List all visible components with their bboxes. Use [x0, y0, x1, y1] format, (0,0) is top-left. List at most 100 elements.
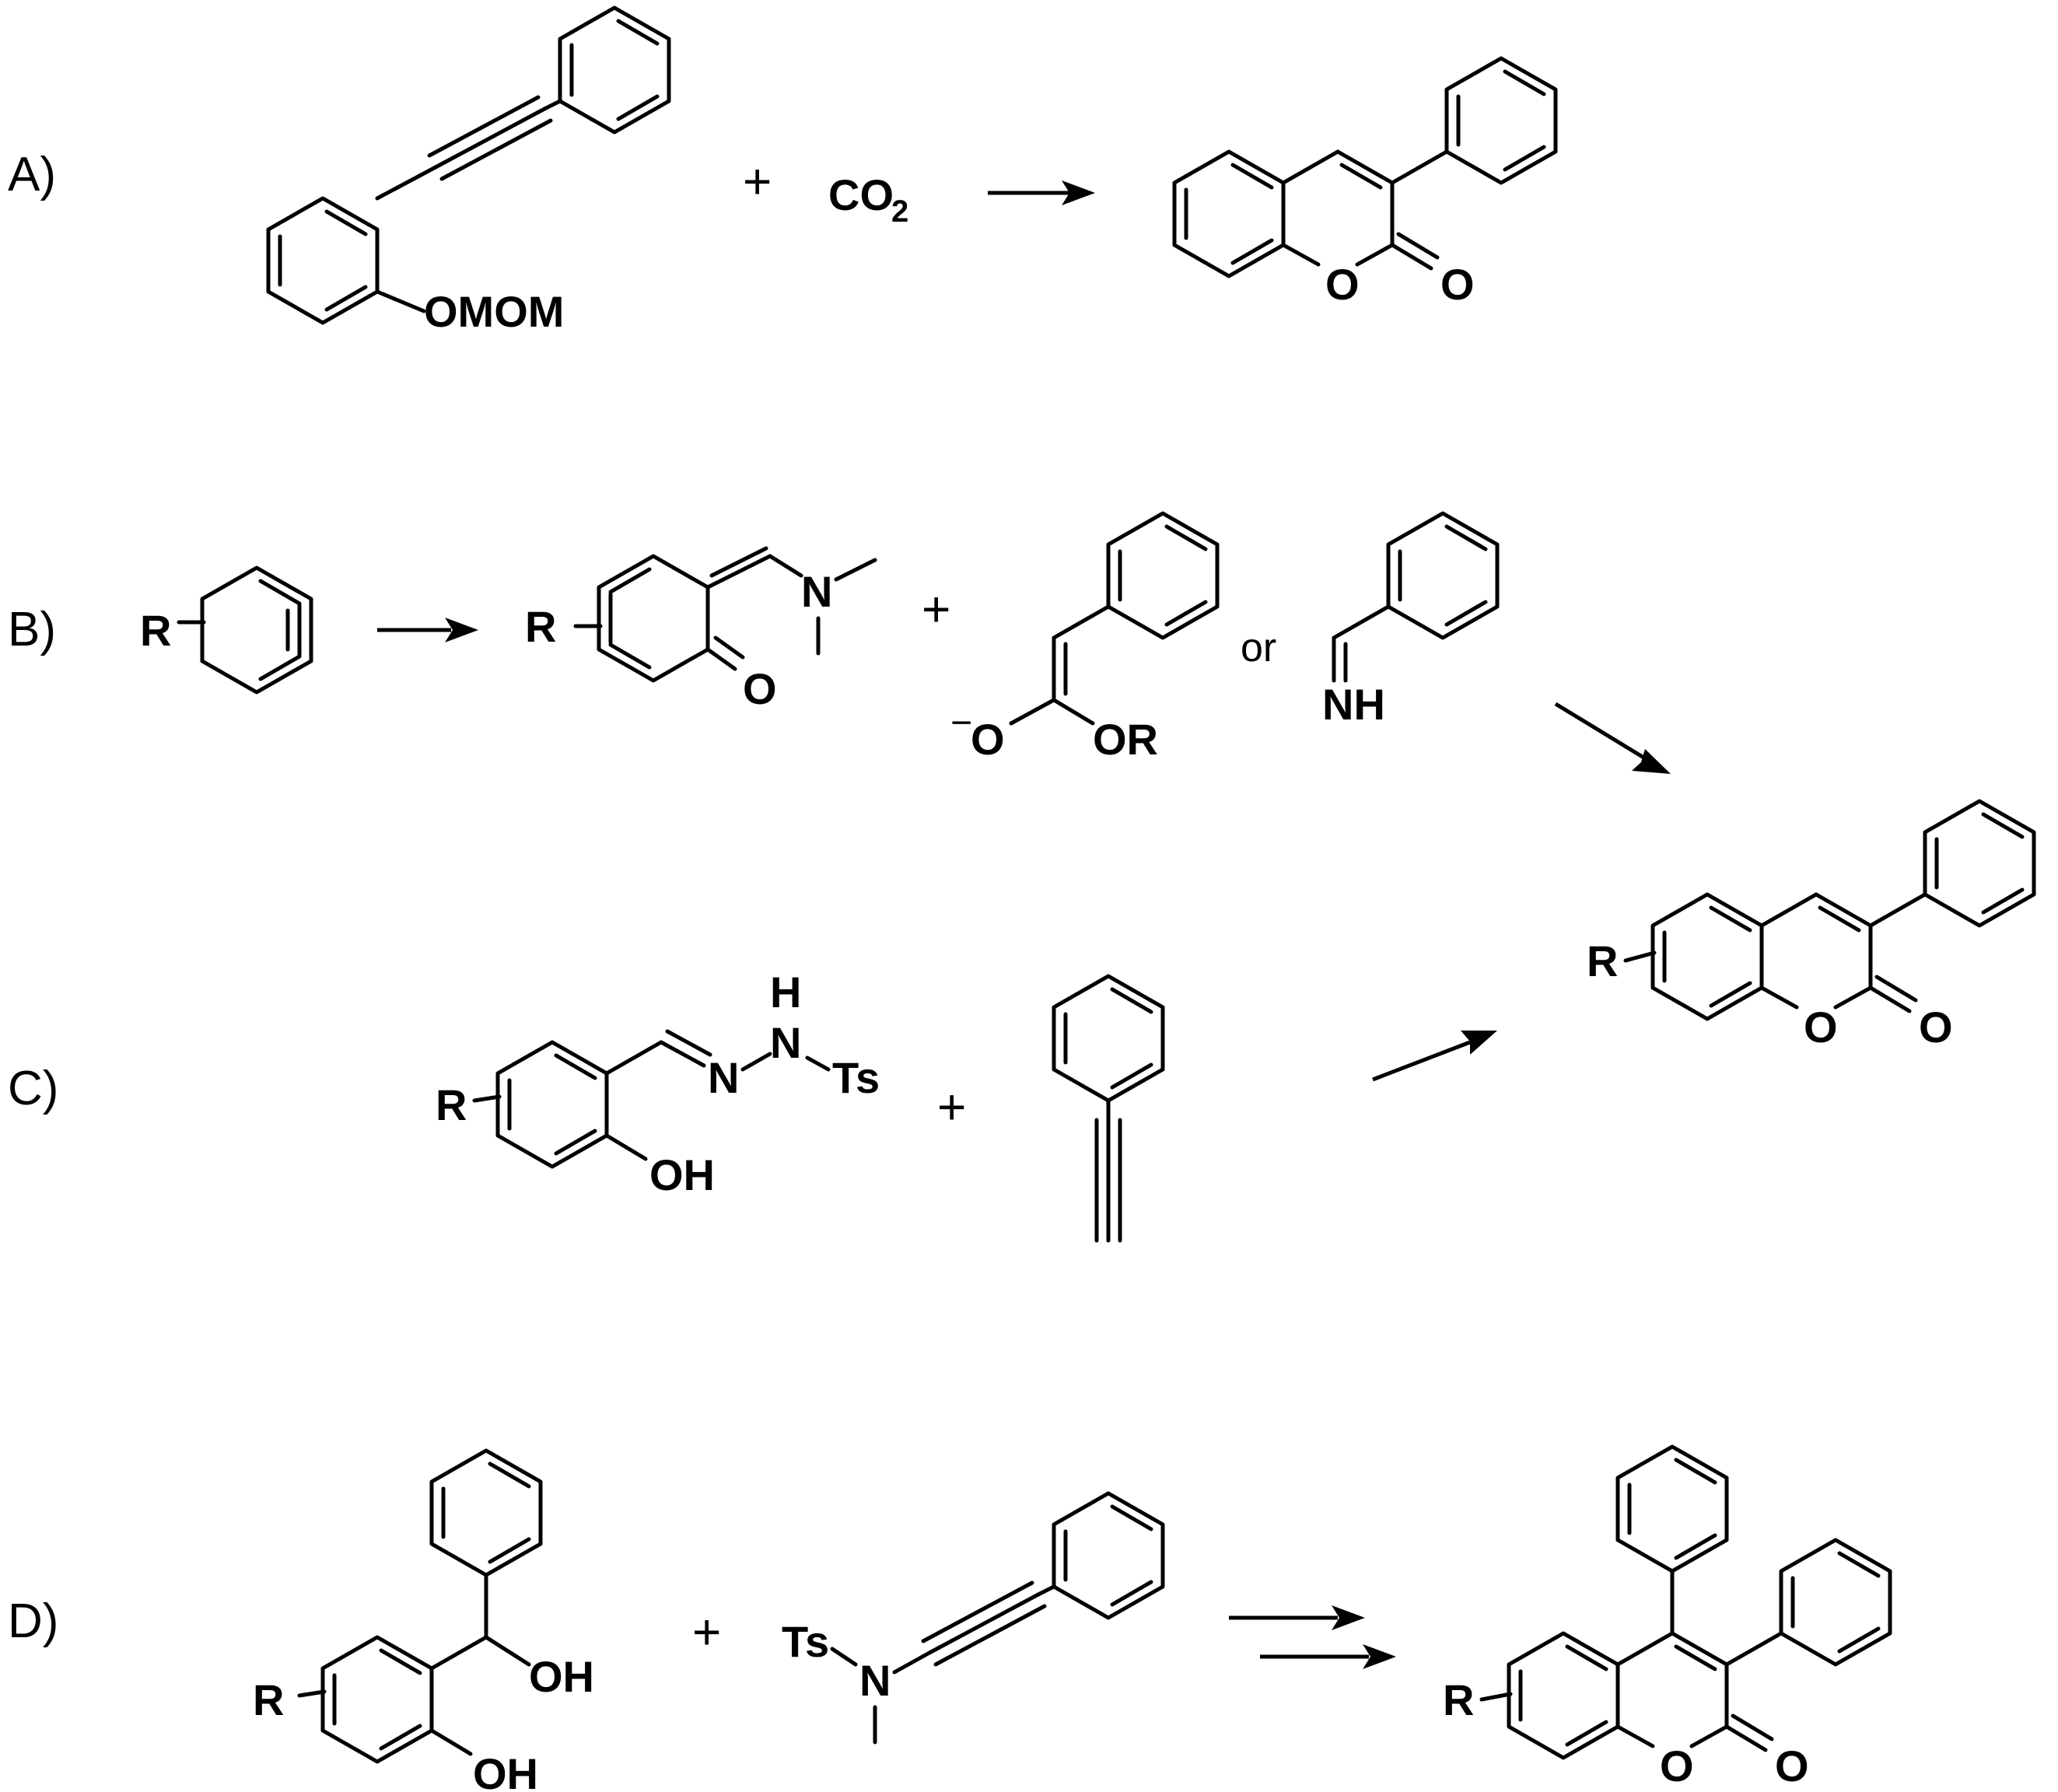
benzo-ring — [1507, 1631, 1620, 1760]
reaction-arrow-b-to-product — [1554, 702, 1671, 774]
product-d-r-label: R — [1443, 1675, 1474, 1724]
or-text: or — [1241, 625, 1276, 670]
benzo-ring — [1650, 892, 1764, 1021]
intermediate-r-label: R — [525, 602, 556, 651]
double-bond — [258, 654, 302, 681]
double-bond — [324, 285, 368, 312]
aryne-ring — [200, 565, 313, 695]
bond — [1281, 149, 1340, 185]
phenyl-ring — [1052, 1491, 1165, 1620]
double-bond — [608, 567, 652, 594]
quinone-methide-intermediate: R O N — [525, 546, 877, 713]
bond — [1868, 892, 1927, 928]
phenol-oh-label: OH — [473, 1749, 538, 1792]
bond — [830, 1647, 858, 1667]
bond — [1335, 149, 1395, 185]
bond — [472, 1094, 502, 1103]
phenyl-ring — [1386, 511, 1500, 640]
double-bond — [1874, 975, 1918, 1003]
bond — [542, 99, 562, 111]
double-bond — [1503, 69, 1546, 96]
ester-enolate: − O OR — [950, 511, 1220, 764]
enolate-oxygen: O — [971, 715, 1005, 764]
double-bond — [1674, 1533, 1717, 1560]
double-bond — [1503, 145, 1546, 172]
double-bond — [709, 546, 768, 578]
bond — [1670, 1631, 1729, 1667]
amide-nitrogen: N — [770, 1018, 801, 1067]
double-bond — [1818, 905, 1861, 933]
bond — [375, 165, 438, 201]
tosyl-label: Ts — [832, 1053, 880, 1102]
ynamide-tosyl-label: Ts — [782, 1617, 829, 1666]
double-bond — [1110, 987, 1153, 1014]
double-bond — [554, 1053, 597, 1080]
omom-label: OMOM — [424, 287, 564, 336]
phenol-carbinol-reactant: R OH OH — [253, 1448, 594, 1792]
triple-bond — [921, 1580, 1034, 1643]
double-bond — [1164, 524, 1208, 551]
double-bond — [379, 1724, 422, 1751]
bond — [1009, 698, 1056, 726]
triple-bond — [439, 118, 553, 181]
bond — [484, 1635, 531, 1667]
triple-bond — [927, 1592, 1041, 1655]
double-bond — [713, 635, 745, 660]
carbonyl-oxygen: O — [1440, 260, 1475, 309]
phenyl-ring — [558, 5, 671, 135]
bond — [1390, 243, 1433, 271]
scheme-b: B) R R O — [8, 511, 1671, 774]
phenol-oh-label: OH — [649, 1150, 715, 1199]
double-bond — [1837, 1626, 1881, 1654]
bond — [1615, 1724, 1655, 1748]
phenyl-ring — [1052, 974, 1165, 1103]
product-bc-substituted-3-phenylcoumarin: R O O — [1587, 799, 2036, 1052]
ring-oxygen: O — [1325, 260, 1360, 309]
bond — [834, 558, 877, 582]
ring-oxygen: O — [1660, 1741, 1694, 1790]
product-d-3-4-diphenylcoumarin: R O O — [1443, 1444, 1892, 1790]
scheme-label-b: B) — [8, 603, 56, 656]
co2-label: CO — [828, 170, 894, 219]
tosylhydrazone-reactant: R OH N N H Ts — [436, 968, 880, 1199]
double-bond — [1444, 600, 1488, 627]
plus-sign-a: + — [743, 153, 772, 209]
phenol-ring — [320, 1635, 434, 1764]
plus-sign-b: + — [922, 581, 950, 637]
bond — [1479, 1692, 1513, 1702]
ester-or-label: OR — [1093, 715, 1158, 764]
double-bond — [1396, 232, 1440, 260]
double-bond — [258, 579, 302, 606]
bond — [604, 1133, 648, 1161]
triple-bond — [933, 1604, 1047, 1667]
scheme-label-d: D) — [8, 1594, 58, 1648]
negative-charge: − — [950, 702, 972, 744]
double-bond — [1110, 1580, 1153, 1607]
plus-sign-d: + — [692, 1604, 721, 1660]
bond — [892, 1650, 932, 1675]
double-bond — [1981, 887, 2025, 915]
aryne: R — [140, 565, 313, 695]
bond — [1052, 604, 1111, 640]
bond — [1052, 698, 1095, 726]
bond — [768, 554, 803, 578]
double-bond — [1164, 600, 1208, 627]
bond — [1281, 243, 1321, 267]
double-bond — [1565, 1644, 1608, 1671]
double-bond — [616, 19, 660, 46]
bond — [1814, 892, 1873, 928]
plus-sign-c: + — [937, 1079, 966, 1135]
co2-subscript: 2 — [891, 194, 908, 229]
bond — [429, 1635, 488, 1671]
bond — [1689, 1724, 1729, 1748]
scheme-a: A) OMOM + CO 2 — [8, 5, 1558, 336]
double-bond — [554, 1129, 597, 1156]
dienone-ring — [597, 554, 710, 683]
bond — [705, 647, 737, 671]
benzene-ring — [266, 196, 380, 325]
bond — [297, 1689, 327, 1698]
reaction-arrow-a — [988, 180, 1095, 205]
product-a-3-phenylcoumarin: O O — [1172, 56, 1558, 309]
imine-nitrogen: N — [708, 1053, 739, 1102]
bond — [659, 1040, 706, 1068]
